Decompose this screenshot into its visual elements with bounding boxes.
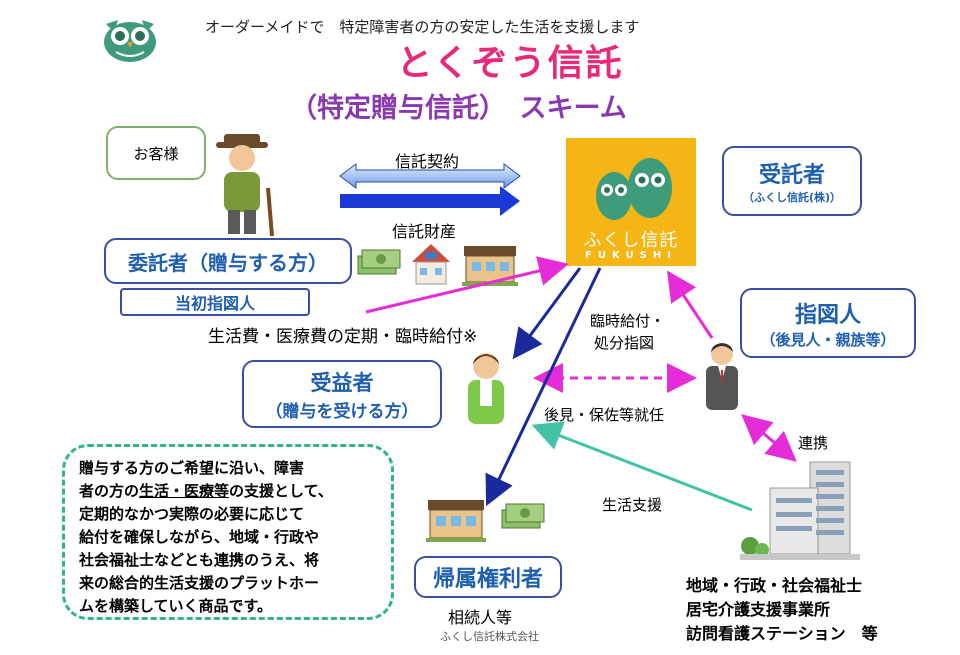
- trustee-label: 受託者: [758, 163, 825, 188]
- shop-icon: [460, 240, 520, 286]
- residual-shop-icon: [424, 494, 488, 544]
- trustee-box: 受託者 （ふくし信託(株)）: [722, 146, 862, 216]
- description-line-2-prefix: 者の方の: [79, 482, 140, 500]
- footer-company: ふくし信託株式会社: [440, 630, 539, 643]
- cooperation-arrow: [741, 414, 797, 462]
- guardian-label: 後見・保佐等就任: [544, 406, 665, 424]
- owls-icon: [596, 158, 672, 220]
- page-title: とくぞう信託: [396, 43, 624, 84]
- description-line-3: 定期的なかつ実際の必要に応じて: [79, 505, 305, 523]
- living-costs-label: 生活費・医療費の定期・臨時給付※: [208, 327, 478, 347]
- description-line-4: 給付を確保しながら、地域・行政や: [79, 528, 320, 546]
- trust-contract-label: 信託契約: [395, 152, 460, 171]
- money-icon: [356, 246, 402, 282]
- instructor-box: 指図人 （後見人・親族等）: [740, 288, 916, 358]
- community-line-3: 訪問看護ステーション 等: [686, 624, 878, 643]
- trust-property-arrow: [340, 186, 520, 216]
- logo-name: ふくし信託: [583, 230, 679, 251]
- residual-box: 帰属権利者: [414, 556, 562, 598]
- residual-money-icon: [500, 500, 546, 536]
- description-line-1: 贈与する方のご希望に沿い、障害: [79, 459, 305, 477]
- description-box: 贈与する方のご希望に沿い、障害 者の方の生活・医療等の支援として、 定期的なかつ…: [62, 444, 394, 620]
- instructor-sub-label: （後見人・親族等）: [760, 330, 896, 349]
- instructor-person-icon: [700, 340, 744, 416]
- initial-instructor-box: 当初指図人: [120, 288, 310, 316]
- customer-box: お客様: [106, 126, 206, 180]
- temporary-payment-label-2: 処分指図: [594, 334, 655, 352]
- beneficiary-sub-label: （贈与を受ける方）: [265, 401, 419, 422]
- settlor-label: 委託者（贈与する方）: [128, 250, 328, 275]
- residual-label: 帰属権利者: [432, 567, 543, 592]
- house-icon: [408, 240, 454, 286]
- description-line-2-suffix: の支援として、: [229, 482, 333, 500]
- instructor-label: 指図人: [794, 302, 861, 328]
- owl-logo-icon: [96, 12, 164, 64]
- beneficiary-label: 受益者: [310, 370, 374, 395]
- description-line-5: 社会福祉士などとも連携のうえ、将: [79, 551, 320, 569]
- trustee-logo: ふくし信託 FUKUSHI: [566, 138, 696, 266]
- scheme-title: （特定贈与信託） スキーム: [290, 93, 627, 124]
- description-line-2: 者の方の生活・医療等の支援として、: [79, 480, 377, 503]
- description-line-2-underlined: 生活・医療等: [139, 482, 230, 500]
- trustee-to-beneficiary-arrow: [512, 267, 582, 360]
- beneficiary-person-icon: [458, 350, 514, 434]
- life-support-label: 生活支援: [602, 496, 663, 514]
- building-icon: [740, 458, 860, 562]
- header-subtitle: オーダーメイドで 特定障害者の方の安定した生活を支援します: [205, 18, 640, 36]
- settlor-box: 委託者（贈与する方）: [104, 238, 352, 284]
- trustee-sub-label: （ふくし信託(株)）: [742, 191, 842, 204]
- customer-label: お客様: [133, 144, 179, 163]
- residual-sub-label: 相続人等: [448, 608, 513, 627]
- logo-roman: FUKUSHI: [585, 250, 677, 261]
- beneficiary-box: 受益者 （贈与を受ける方）: [242, 360, 442, 428]
- instructor-to-trustee-arrow: [667, 270, 714, 339]
- community-line-1: 地域・行政・社会福祉士: [686, 576, 863, 595]
- description-line-6: 来の総合的生活支援のプラットホー: [79, 574, 320, 592]
- community-line-2: 居宅介護支援事業所: [686, 600, 831, 619]
- description-line-7: ムを構築していく商品です。: [79, 597, 273, 615]
- temporary-payment-label-1: 臨時給付・: [590, 312, 666, 330]
- cooperation-label: 連携: [798, 434, 829, 452]
- initial-instructor-label: 当初指図人: [174, 294, 255, 313]
- trust-property-label: 信託財産: [392, 222, 457, 241]
- elderly-person-icon: [210, 128, 280, 238]
